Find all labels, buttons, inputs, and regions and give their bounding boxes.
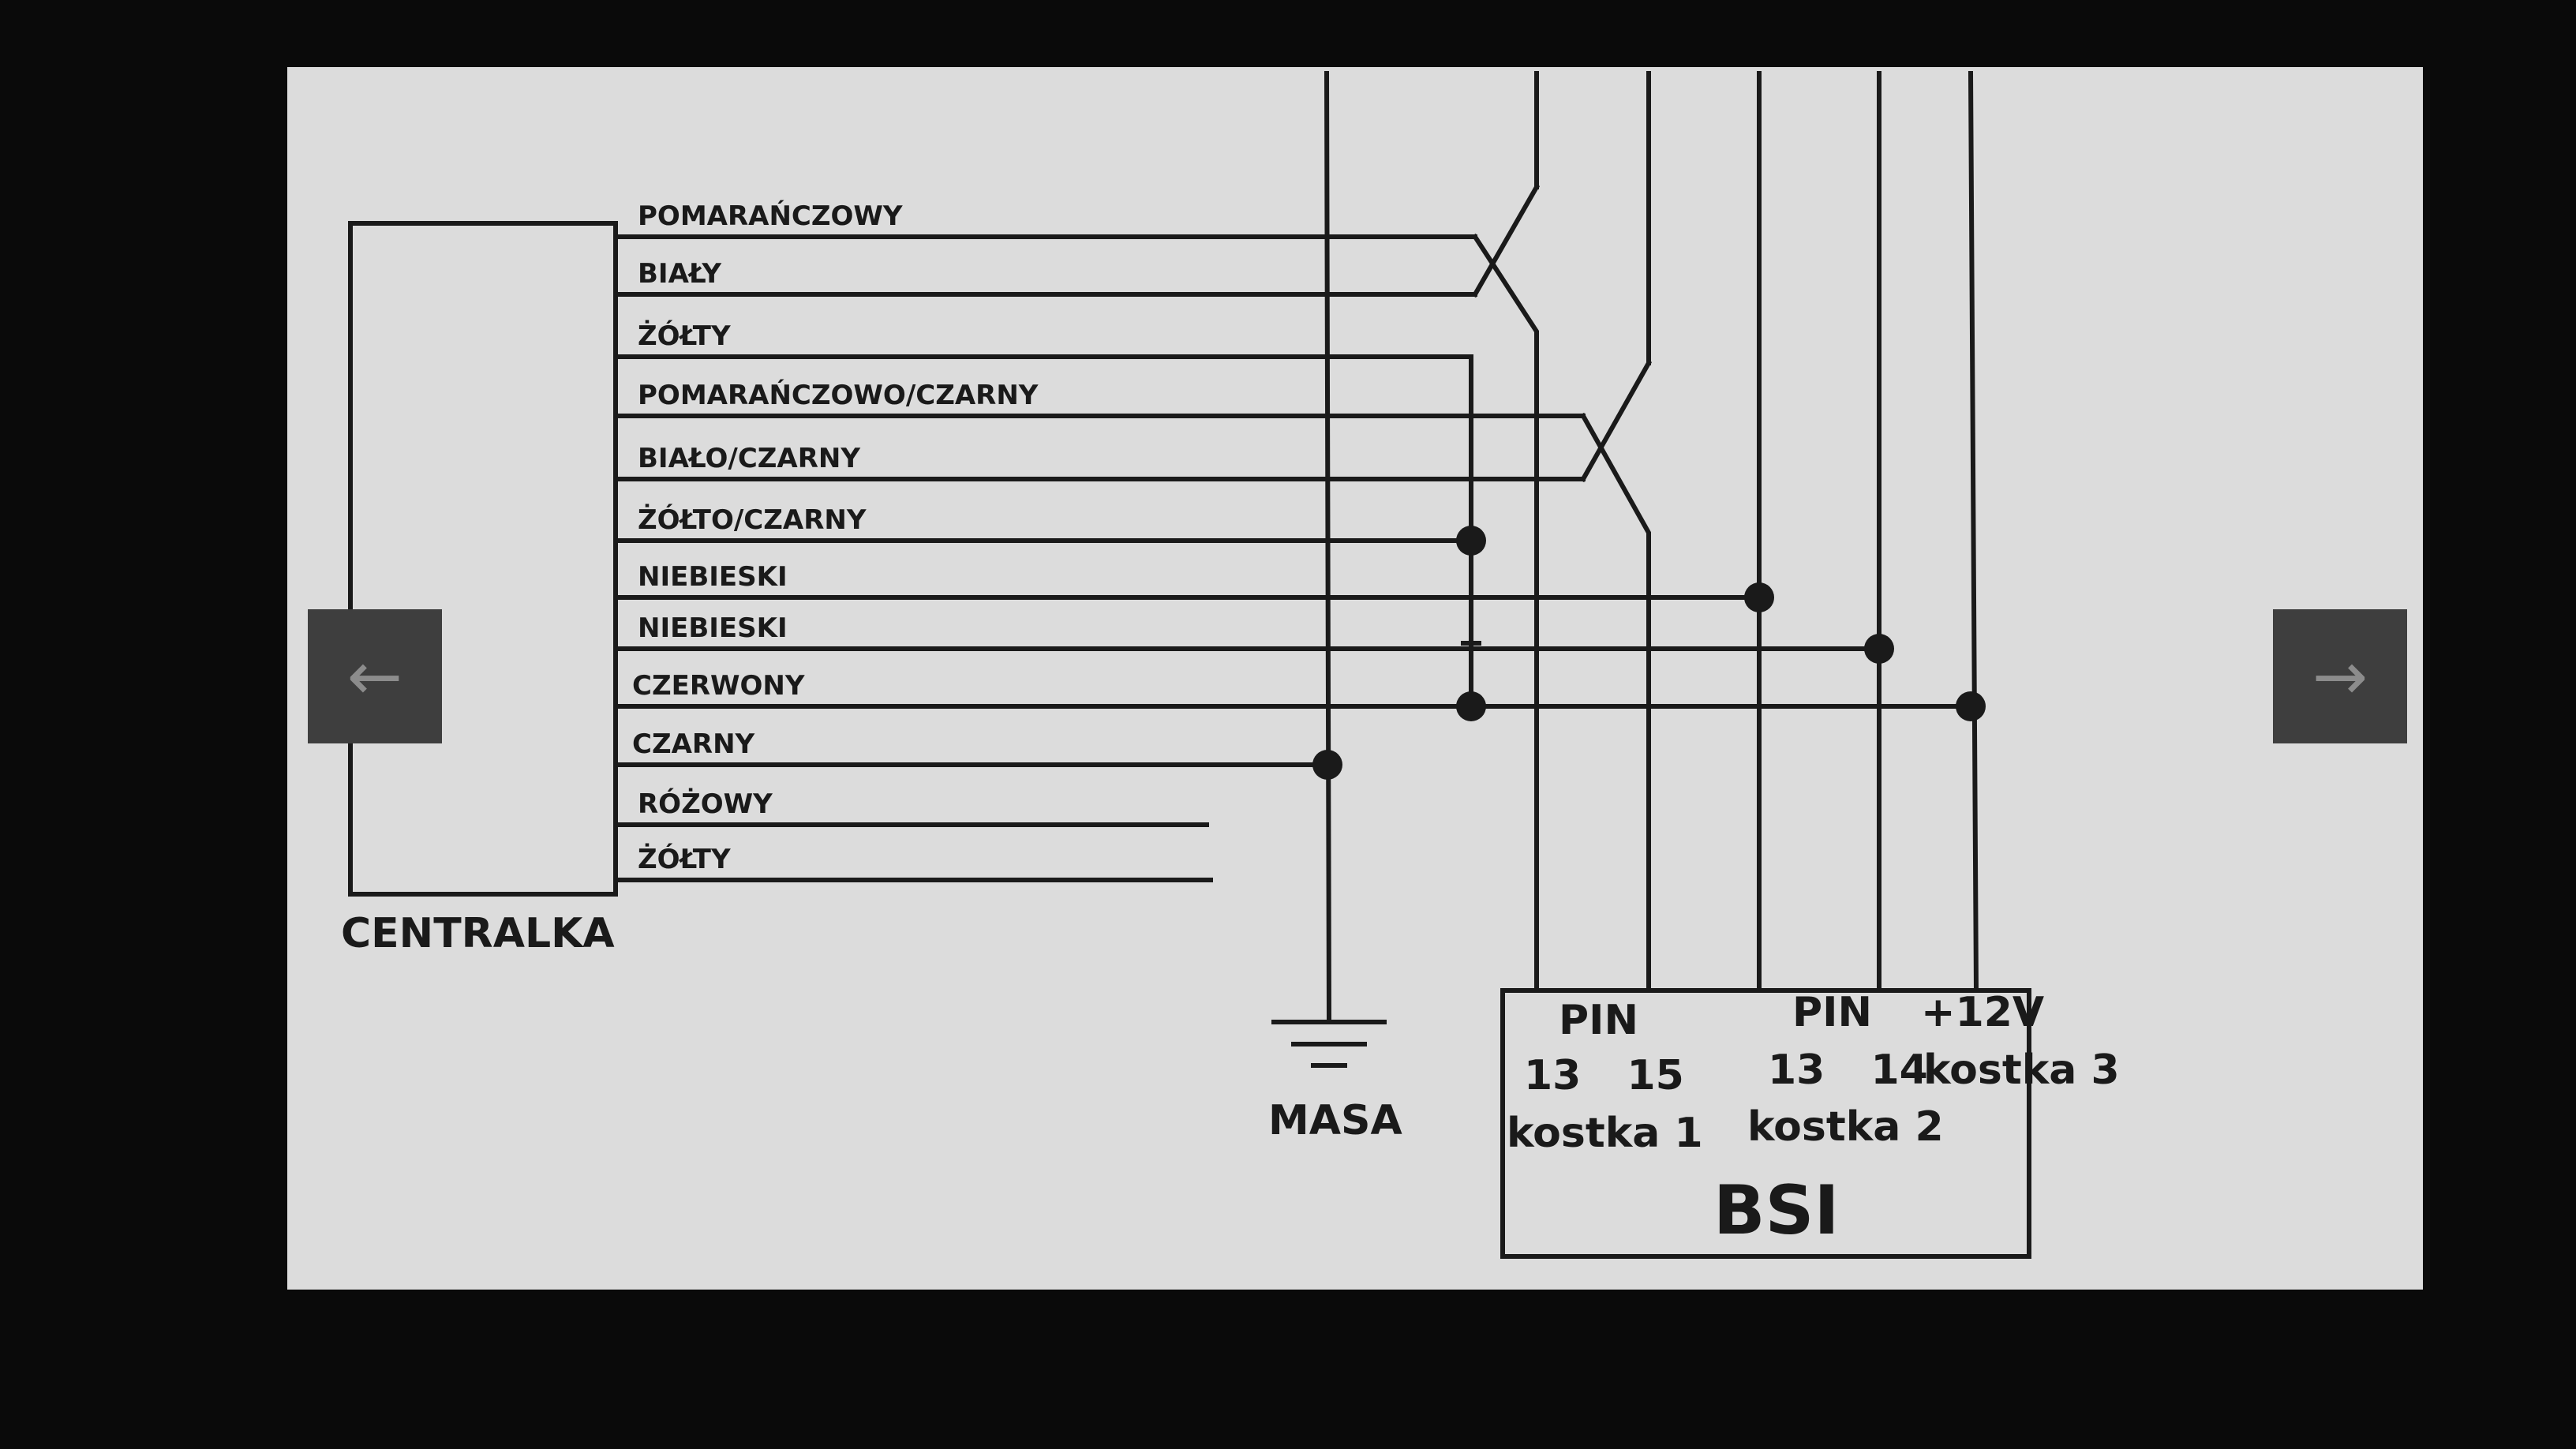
bsi-kostka-3: kostka 3 xyxy=(1923,1046,2120,1094)
junction-dot xyxy=(1744,582,1774,612)
wire-label: ŻÓŁTY xyxy=(638,843,731,875)
bsi-pins-1: 13 15 xyxy=(1524,1052,1684,1099)
wire-label: BIAŁY xyxy=(638,258,721,290)
bsi-wire-12v-k3 xyxy=(1968,70,1979,994)
wire-label: POMARAŃCZOWY xyxy=(638,200,903,232)
bsi-wire-pin15-k1-lower xyxy=(1579,412,1651,993)
bsi-pins-2: 13 14 xyxy=(1768,1046,1928,1094)
bsi-box xyxy=(1500,988,2031,1259)
wire-label: BIAŁO/CZARNY xyxy=(638,443,860,474)
junction-dot xyxy=(1956,691,1986,721)
wire-label: ŻÓŁTO/CZARNY xyxy=(638,504,867,536)
next-slide-button[interactable]: → xyxy=(2273,609,2407,743)
wire-label: POMARAŃCZOWO/CZARNY xyxy=(638,379,1039,411)
bsi-wire-pin13-k1-lower xyxy=(1471,233,1539,993)
bsi-pin-label-1: PIN xyxy=(1559,997,1638,1044)
junction-dot xyxy=(1456,691,1486,721)
bsi-wire-pin13-k1 xyxy=(1471,183,1541,298)
bsi-pin-label-2: PIN xyxy=(1792,989,1872,1036)
centralka-label: CENTRALKA xyxy=(341,910,615,957)
wire-label: CZERWONY xyxy=(632,670,805,702)
masa-vertical xyxy=(1324,70,1332,1025)
bsi-kostka-1: kostka 1 xyxy=(1507,1110,1703,1157)
slide-screen: CENTRALKA MASA xyxy=(287,67,2423,1290)
wire-label: CZARNY xyxy=(632,728,755,760)
prev-slide-button[interactable]: ← xyxy=(308,609,442,743)
bsi-wire-pin15-k1-cross xyxy=(1579,359,1653,483)
bsi-title: BSI xyxy=(1713,1171,1840,1250)
junction-dot xyxy=(1456,526,1486,556)
arrow-left-icon: ← xyxy=(346,638,403,715)
wire-label: NIEBIESKI xyxy=(638,612,788,644)
wire-labels: POMARAŃCZOWY BIAŁY ŻÓŁTY POMARAŃCZOWO/CZARN… xyxy=(632,200,1039,875)
wiring-diagram: CENTRALKA MASA xyxy=(341,70,2120,1259)
centralka-box xyxy=(348,221,618,897)
bsi-voltage: +12V xyxy=(1921,989,2044,1036)
junction-dot xyxy=(1864,634,1894,664)
wire-label: ŻÓŁTY xyxy=(638,320,731,352)
arrow-right-icon: → xyxy=(2312,638,2368,715)
bsi-kostka-2: kostka 2 xyxy=(1747,1103,1944,1151)
masa-label: MASA xyxy=(1268,1097,1402,1144)
wire-label: NIEBIESKI xyxy=(638,561,788,593)
wire-label: RÓŻOWY xyxy=(638,788,773,820)
junction-dot xyxy=(1312,750,1342,780)
